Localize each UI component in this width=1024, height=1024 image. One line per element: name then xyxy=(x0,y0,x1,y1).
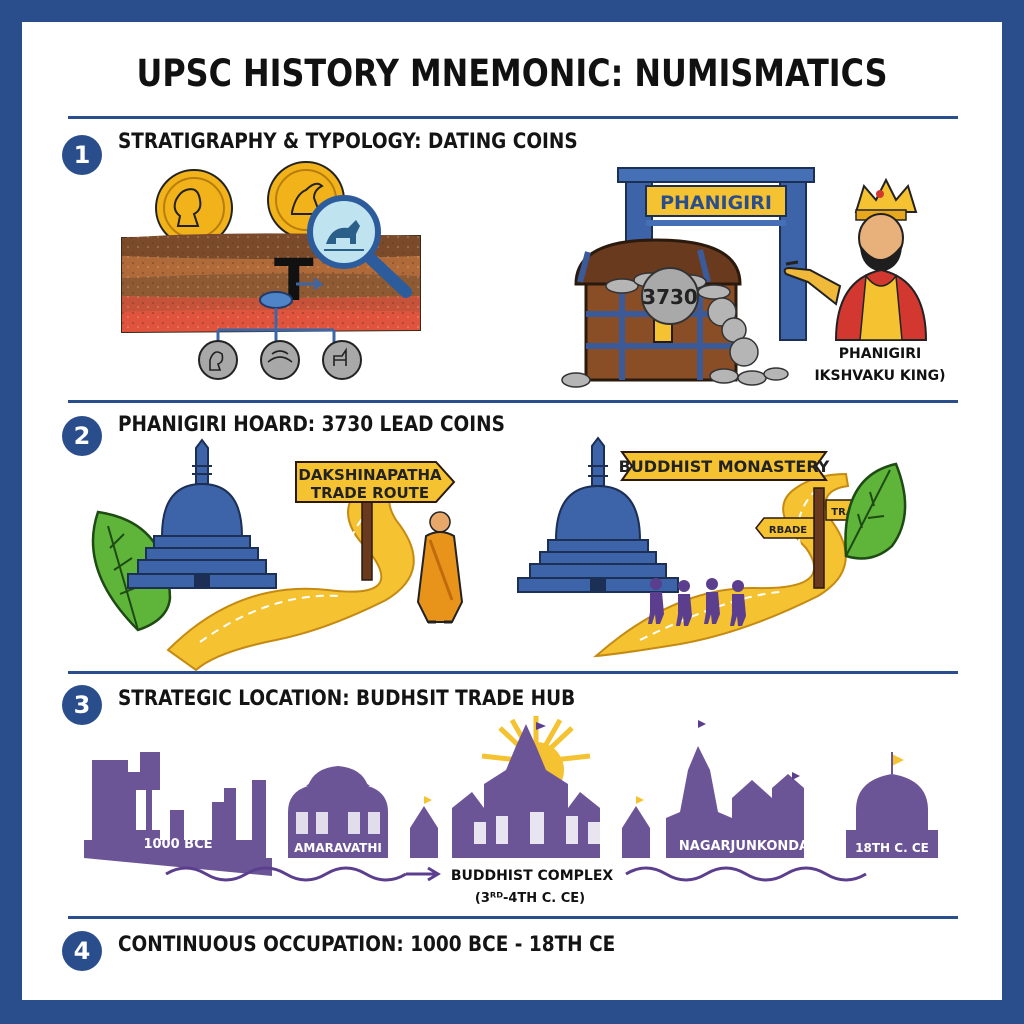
divider-2 xyxy=(68,671,958,674)
divider-3 xyxy=(68,916,958,919)
section-1-badge: 1 xyxy=(62,135,102,175)
leaf-right-icon xyxy=(844,462,907,560)
timeline-wave-arrow xyxy=(165,866,867,882)
monk-icon xyxy=(416,511,464,624)
signpost-left-line2: TRADE ROUTE xyxy=(311,484,429,502)
signpost-left xyxy=(295,461,456,581)
stupa-right-icon xyxy=(517,436,679,593)
silver-coin-3 xyxy=(322,340,362,380)
label-18th: 18TH C. CE xyxy=(855,841,929,855)
label-nagarjunkonda: NAGARJUNKONDA xyxy=(679,839,809,854)
dome-18th-century xyxy=(846,752,938,858)
ruins-1000bce xyxy=(84,752,272,876)
silver-coin-2 xyxy=(260,340,300,380)
hoard-count: 3730 xyxy=(642,285,698,309)
magnifying-glass-icon xyxy=(307,195,412,298)
monastery-banner-text: BUDDHIST MONASTERY xyxy=(619,457,830,476)
small-shrine-1 xyxy=(410,796,438,858)
traveller-group-icon xyxy=(648,578,746,626)
page-title: UPSC HISTORY MNEMONIC: NUMISMATICS xyxy=(136,52,888,95)
label-buddhist-complex-date: (3ᴿᴰ-4TH C. CE) xyxy=(475,891,585,906)
section-1-heading: STRATIGRAPHY & TYPOLOGY: DATING COINS xyxy=(118,129,578,153)
strata-connector xyxy=(216,277,336,346)
label-amaravathi: AMARAVATHI xyxy=(294,841,382,855)
signpost-right-label-1: RBADE xyxy=(769,525,807,536)
buddhist-complex-temple xyxy=(452,722,600,858)
trade-road-right xyxy=(593,472,850,658)
king-caption-line2: IKSHVAKU KING) xyxy=(814,368,945,384)
small-shrine-2 xyxy=(622,796,650,858)
section-4-heading: CONTINUOUS OCCUPATION: 1000 BCE - 18TH C… xyxy=(118,932,616,956)
gate-sign-text: PHANIGIRI xyxy=(660,192,772,214)
label-1000bce: 1000 BCE xyxy=(143,837,212,852)
monastery-banner xyxy=(620,451,828,481)
king-caption-line1: PHANIGIRI xyxy=(839,346,921,362)
section-3-heading: STRATEGIC LOCATION: BUDHSIT TRADE HUB xyxy=(118,686,576,710)
signpost-left-line1: DAKSHINAPATHA xyxy=(298,466,442,484)
nagarjunkonda-temple xyxy=(666,720,804,858)
ikshvaku-king-illustration xyxy=(783,177,928,341)
leaf-left-icon xyxy=(91,510,172,632)
section-3-badge: 3 xyxy=(62,685,102,725)
divider-1 xyxy=(68,400,958,403)
amaravathi-temple xyxy=(288,766,388,858)
section-2-badge: 2 xyxy=(62,416,102,456)
label-buddhist-complex: BUDDHIST COMPLEX xyxy=(451,868,614,884)
treasure-chest-icon xyxy=(561,238,789,388)
section-4-badge: 4 xyxy=(62,931,102,971)
silver-coin-1 xyxy=(198,340,238,380)
divider-top xyxy=(68,116,958,119)
section-2-heading: PHANIGIRI HOARD: 3730 LEAD COINS xyxy=(118,412,505,436)
stupa-left-icon xyxy=(127,438,277,589)
